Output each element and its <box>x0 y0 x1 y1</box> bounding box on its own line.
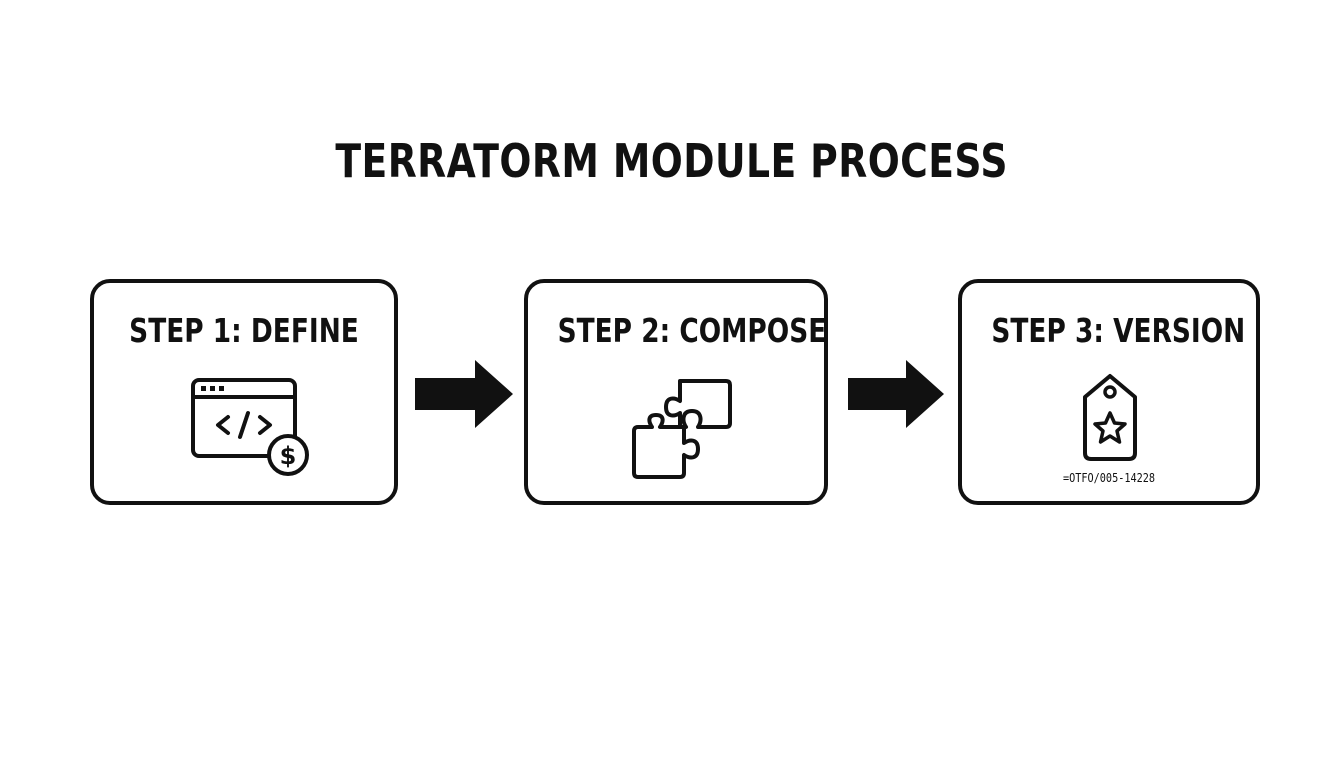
right-arrow-icon <box>415 360 513 428</box>
svg-text:$: $ <box>280 442 297 470</box>
step-label-compose: STEP 2: COMPOSE <box>557 311 827 350</box>
step-box-version: STEP 3: VERSION =OTFO/005-14228 <box>958 279 1260 505</box>
step-label-version: STEP 3: VERSION <box>991 311 1246 350</box>
puzzle-pieces-icon <box>632 379 732 479</box>
star-tag-icon <box>1083 374 1137 461</box>
version-code-text: =OTFO/005-14228 <box>1062 471 1156 485</box>
diagram-title: TERRATORM MODULE PROCESS <box>335 134 1008 188</box>
step-label-define: STEP 1: DEFINE <box>129 311 359 350</box>
step-box-define: STEP 1: DEFINE $ <box>90 279 398 505</box>
code-window-dollar-icon: $ <box>191 378 309 476</box>
step-box-compose: STEP 2: COMPOSE <box>524 279 828 505</box>
right-arrow-icon <box>848 360 944 428</box>
